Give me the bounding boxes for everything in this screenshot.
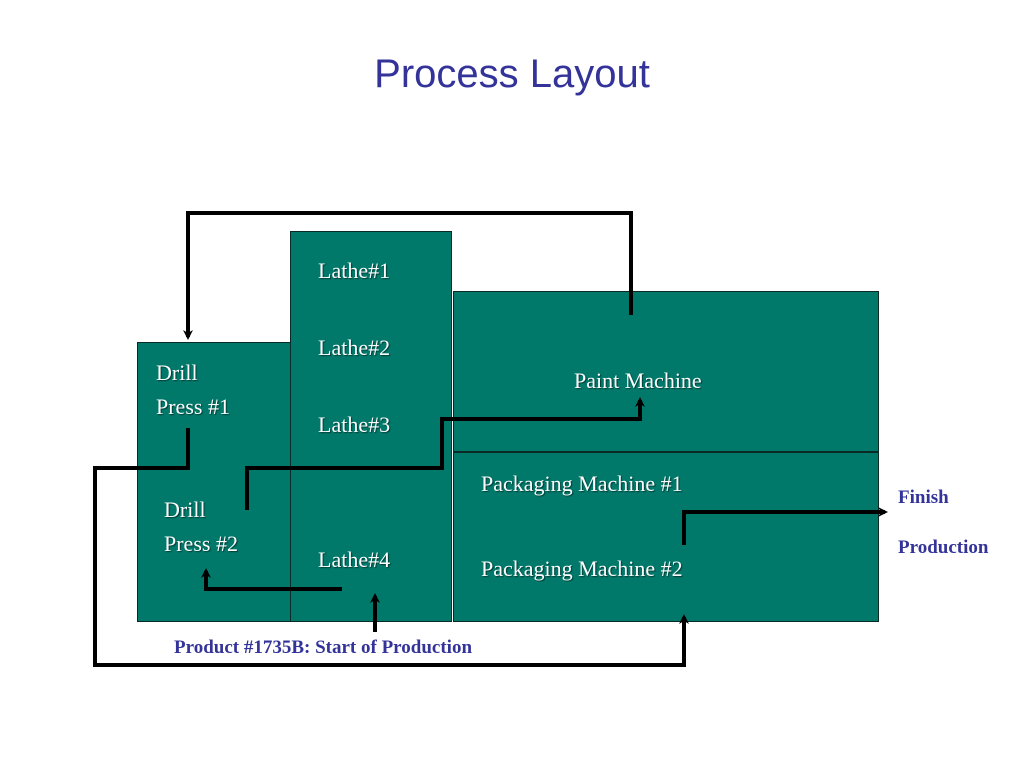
lathe-2-label: Lathe#2 (318, 335, 391, 360)
packaging-machine-2-label: Packaging Machine #2 (481, 556, 683, 581)
flow-arrow-lathe-4-to-drill-press-2 (201, 568, 342, 591)
lathe-4-label: Lathe#4 (318, 547, 391, 572)
lathe-1-label: Lathe#1 (318, 258, 391, 283)
finish-production-label-line2: Production (898, 537, 989, 558)
packaging-machine-block (453, 452, 879, 622)
start-of-production-label: Product #1735B: Start of Production (174, 637, 473, 658)
paint-machine-label: Paint Machine (574, 368, 702, 393)
drill-press-block (137, 342, 291, 622)
finish-production-label-line1: Finish (898, 487, 949, 508)
drill-press-1-label-line2: Press #1 (156, 394, 230, 419)
packaging-machine-1-label: Packaging Machine #1 (481, 471, 683, 496)
drill-press-2-label-line2: Press #2 (164, 531, 238, 556)
slide-title: Process Layout (374, 52, 650, 96)
lathe-3-label: Lathe#3 (318, 412, 391, 437)
flow-arrow-drill-press-1-to-packaging-2 (93, 428, 689, 667)
lathe-block (290, 231, 452, 622)
drill-press-2-label-line1: Drill (164, 497, 206, 522)
drill-press-1-label-line1: Drill (156, 360, 198, 385)
paint-machine-block (453, 291, 879, 452)
flow-arrow-paint-machine-to-drill-press-1 (183, 211, 633, 340)
flow-arrow-packaging-2-to-finish (682, 507, 888, 545)
flow-arrow-drill-press-2-to-paint-machine (245, 397, 645, 510)
